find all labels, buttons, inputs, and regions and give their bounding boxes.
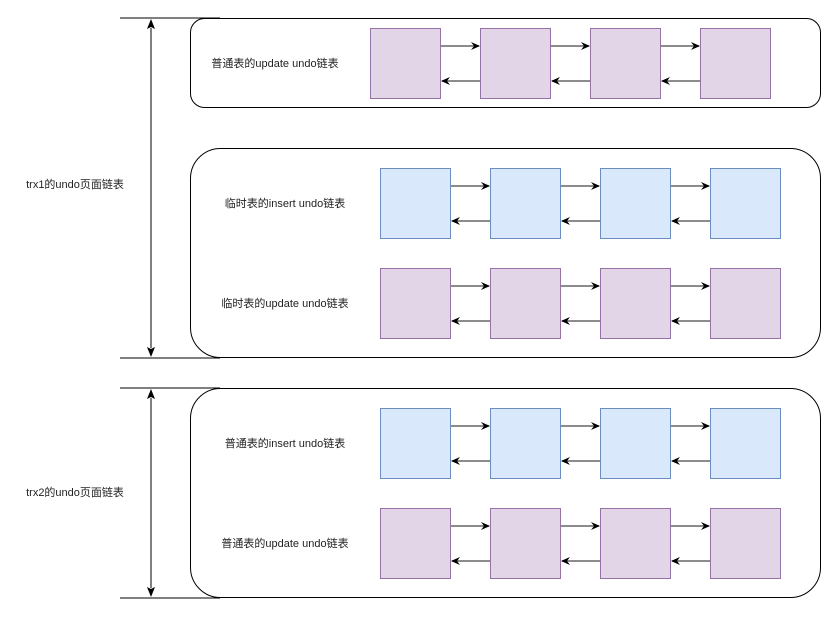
- undo-page-node: [380, 508, 451, 579]
- undo-page-node: [600, 168, 671, 239]
- undo-page-node: [490, 168, 561, 239]
- list-label: 普通表的insert undo链表: [225, 436, 345, 450]
- undo-page-node: [710, 508, 781, 579]
- undo-page-node: [600, 408, 671, 479]
- trx1-label: trx1的undo页面链表: [26, 177, 124, 191]
- trx2-label: trx2的undo页面链表: [26, 485, 124, 499]
- undo-page-node: [710, 168, 781, 239]
- undo-page-node: [710, 408, 781, 479]
- undo-page-node: [480, 28, 551, 99]
- list-label: 临时表的update undo链表: [221, 296, 348, 310]
- undo-page-node: [490, 268, 561, 339]
- undo-page-node: [490, 508, 561, 579]
- linked-list-row: [370, 28, 771, 99]
- undo-page-node: [600, 508, 671, 579]
- trx2-span-bracket: trx2的undo页面链表: [26, 387, 220, 599]
- undo-page-node: [490, 408, 561, 479]
- linked-list-row: [380, 168, 781, 239]
- list-label: 普通表的update undo链表: [221, 536, 348, 550]
- undo-page-node: [590, 28, 661, 99]
- arrow-up-icon: [147, 389, 155, 399]
- undo-page-node: [710, 268, 781, 339]
- arrow-down-icon: [147, 347, 155, 357]
- undo-page-node: [380, 168, 451, 239]
- undo-page-node: [370, 28, 441, 99]
- undo-page-node: [700, 28, 771, 99]
- arrow-up-icon: [147, 19, 155, 29]
- linked-list-row: [380, 408, 781, 479]
- arrow-down-icon: [147, 587, 155, 597]
- undo-page-node: [600, 268, 671, 339]
- linked-list-row: [380, 508, 781, 579]
- undo-page-node: [380, 408, 451, 479]
- undo-page-node: [380, 268, 451, 339]
- list-label: 普通表的update undo链表: [211, 56, 338, 70]
- trx1-span-bracket: trx1的undo页面链表: [26, 17, 220, 359]
- list-label: 临时表的insert undo链表: [225, 196, 345, 210]
- linked-list-row: [380, 268, 781, 339]
